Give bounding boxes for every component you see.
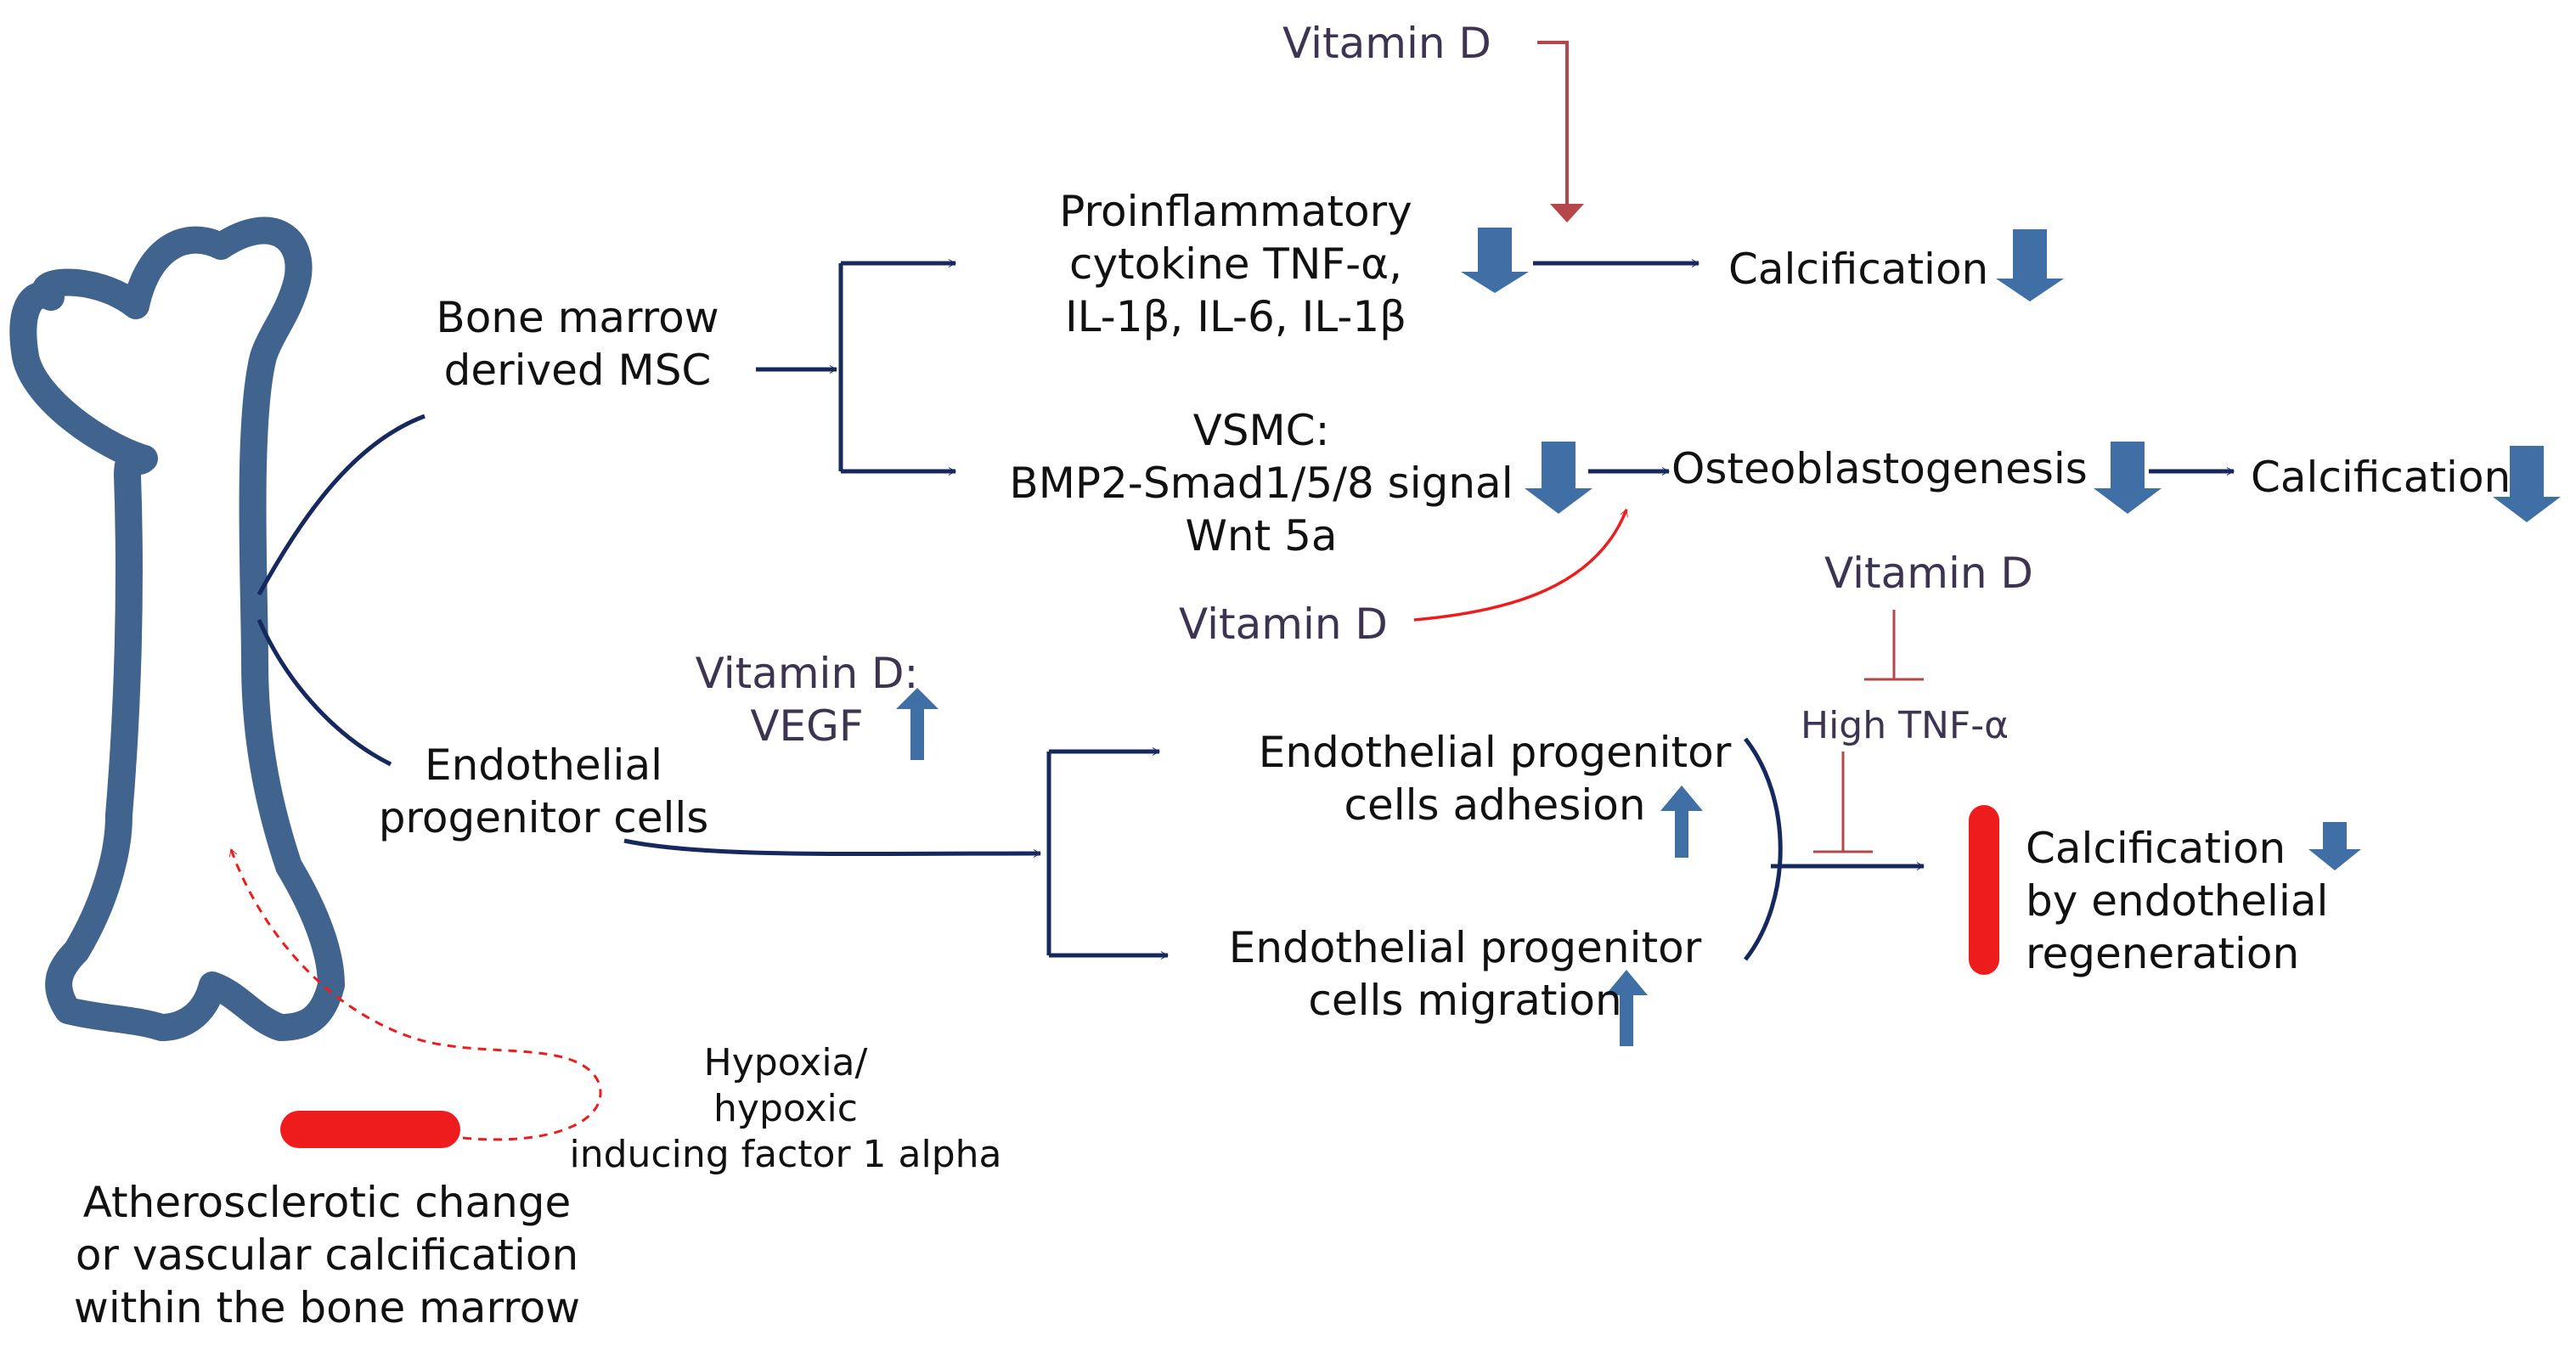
down-block-arrow-icon bbox=[1525, 442, 1592, 514]
inhibit-cap-icon bbox=[1550, 204, 1584, 222]
down-block-arrow-icon bbox=[2493, 446, 2561, 522]
epc-adhesion-label: Endothelial progenitor cells adhesion bbox=[1258, 728, 1732, 830]
bone-to-epc-connector bbox=[256, 618, 392, 767]
blood-vessel-icon bbox=[280, 1111, 460, 1148]
up-block-arrow-icon bbox=[1660, 785, 1703, 858]
epc-label: Endothelial progenitor cells bbox=[378, 740, 709, 842]
merge-bracket bbox=[1744, 737, 1783, 961]
vitamin-d-vegf-label: Vitamin D: VEGF bbox=[695, 649, 919, 751]
vitamin-d-mid-label: Vitamin D bbox=[1179, 600, 1388, 649]
epc-migration-label: Endothelial progenitor cells migration bbox=[1228, 923, 1702, 1025]
up-block-arrow-icon bbox=[1605, 970, 1648, 1046]
bone-icon bbox=[9, 217, 345, 1041]
calcification-label-2: Calcification bbox=[2251, 453, 2511, 502]
vsmc-label: VSMC: BMP2-Smad1/5/8 signal Wnt 5a bbox=[1009, 406, 1513, 560]
down-block-arrow-icon bbox=[1461, 228, 1529, 293]
proinflammatory-label: Proinflammatory cytokine TNF-α, IL-1β, I… bbox=[1059, 187, 1412, 341]
blood-vessel-icon bbox=[1969, 805, 1999, 975]
down-block-arrow-icon bbox=[2094, 442, 2162, 514]
vitamin-d-top-label: Vitamin D bbox=[1282, 19, 1491, 68]
high-tnf-label: High TNF-α bbox=[1801, 704, 2010, 747]
vitamin-d-promote-arrow bbox=[1413, 509, 1628, 622]
epc-arrow bbox=[623, 838, 1042, 858]
up-block-arrow-icon bbox=[896, 688, 939, 760]
atherosclerotic-label: Atherosclerotic change or vascular calci… bbox=[73, 1178, 581, 1332]
vitamin-d-right-label: Vitamin D bbox=[1824, 549, 2033, 598]
vitamin-d-top-inhibit-line bbox=[1537, 41, 1569, 204]
down-block-arrow-icon bbox=[2308, 822, 2361, 870]
hypoxia-label: Hypoxia/ hypoxic inducing factor 1 alpha bbox=[569, 1041, 1002, 1176]
hypoxia-dashed-arrow bbox=[228, 848, 602, 1141]
osteoblastogenesis-label: Osteoblastogenesis bbox=[1671, 444, 2088, 493]
calcification-endothelial-label: Calcification by endothelial regeneratio… bbox=[2026, 824, 2329, 978]
bone-marrow-msc-label: Bone marrow derived MSC bbox=[436, 293, 719, 395]
bone-to-msc-connector bbox=[256, 414, 426, 596]
down-block-arrow-icon bbox=[1996, 229, 2064, 301]
calcification-label-1: Calcification bbox=[1728, 245, 1989, 294]
